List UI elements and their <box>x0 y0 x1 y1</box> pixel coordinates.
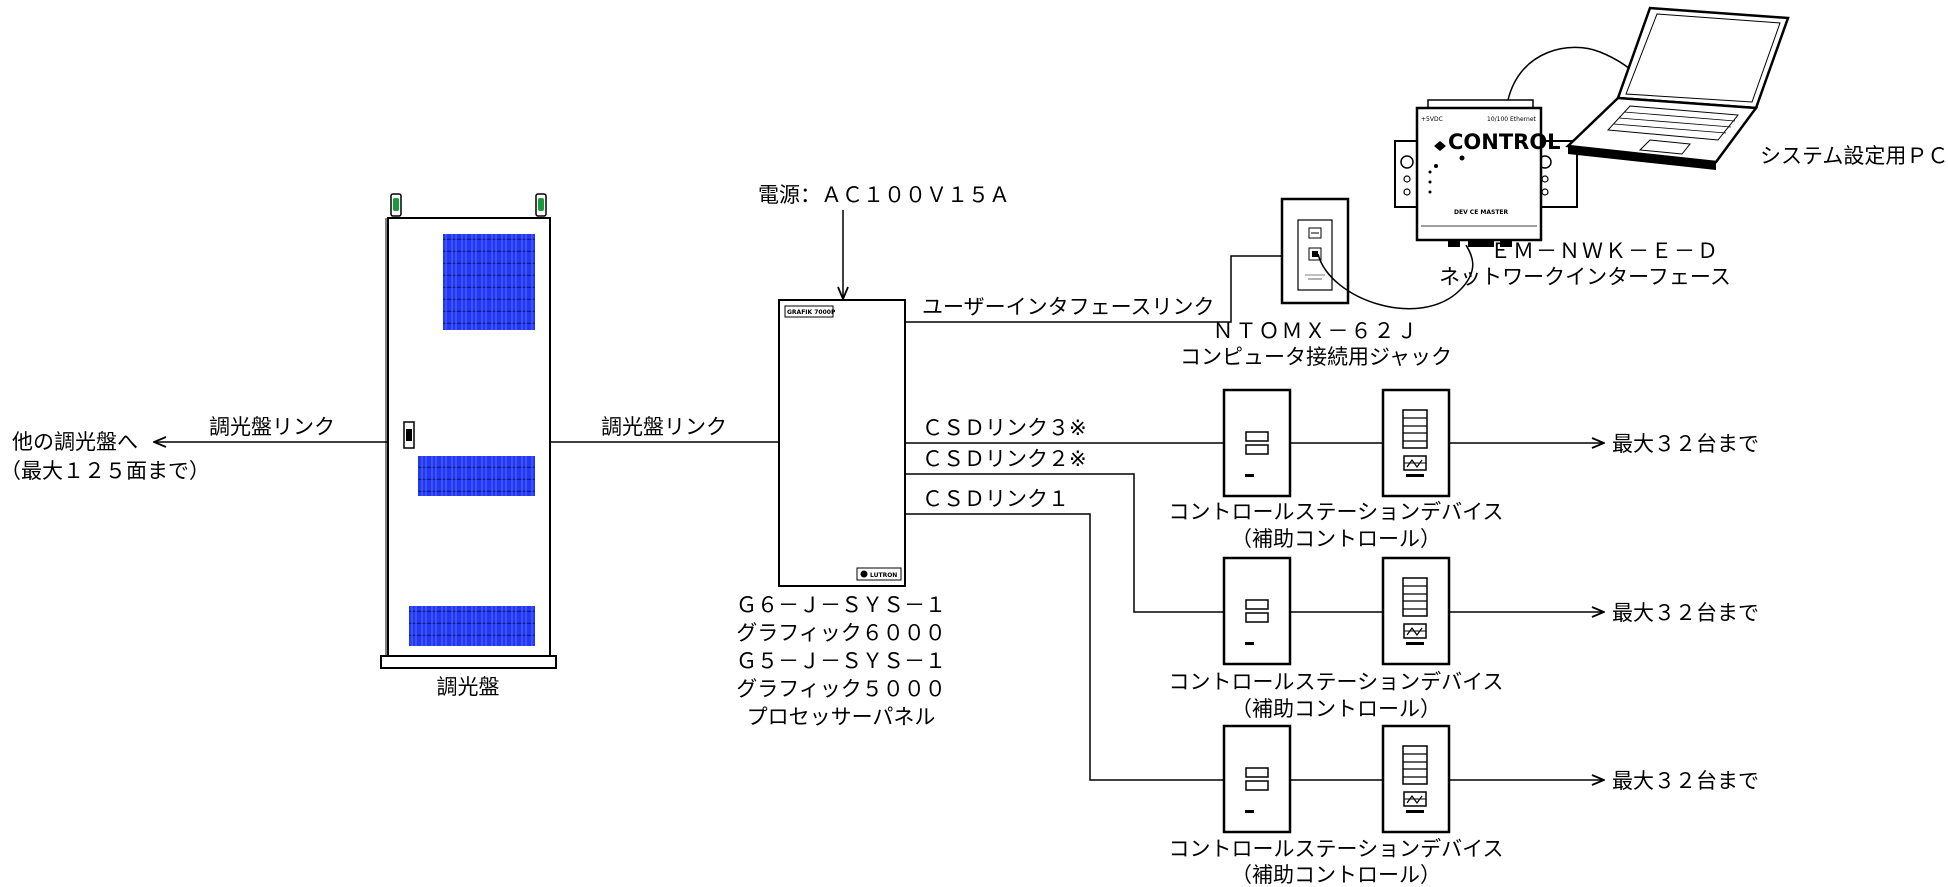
network-interface: +5VDC 10/100 Ethernet CONTROL DEV CE MAS… <box>1394 99 1578 247</box>
processor-name-1: グラフィック６０００ <box>736 621 946 645</box>
station-row-1-name: コントロールステーションデバイス <box>1169 500 1504 524</box>
csd-link-1: ＣＳＤリンク１ <box>905 487 1224 781</box>
power-label: 電源：ＡＣ１００Ｖ１５Ａ <box>758 183 1010 207</box>
max-other-cabinet-label: （最大１２５面まで） <box>0 459 210 483</box>
station-row-3-sub: （補助コントロール） <box>1231 863 1441 887</box>
station-row-2-max: 最大３２台まで <box>1612 601 1759 625</box>
station-row-1-sub: （補助コントロール） <box>1231 527 1441 551</box>
keypad-large-1 <box>1381 388 1451 498</box>
processor-model-2: Ｇ５－Ｊ－ＳＹＳ－１ <box>736 649 946 673</box>
dimmer-cabinet: 調光盤 <box>380 193 557 699</box>
to-other-cabinet-label: 他の調光盤へ <box>12 430 138 454</box>
keypad-large-3 <box>1381 724 1451 834</box>
network-brand: CONTROL <box>1448 130 1561 154</box>
station-row-1-max: 最大３２台まで <box>1612 432 1759 456</box>
processor-logo: LUTRON <box>870 572 897 579</box>
cabinet-label: 調光盤 <box>437 675 500 699</box>
ui-link-label: ユーザーインタフェースリンク <box>922 295 1215 319</box>
cabinet-vent-bottom <box>409 606 535 646</box>
pc-label: システム設定用ＰＣ <box>1760 144 1948 168</box>
csd-link-3-label: ＣＳＤリンク３※ <box>922 416 1087 440</box>
cabinet-vent-middle <box>418 456 535 496</box>
laptop-pc <box>1565 6 1790 170</box>
keypad-small-2 <box>1222 556 1292 666</box>
station-row-3: 最大３２台まで コントロールステーションデバイス （補助コントロール） <box>1169 724 1759 887</box>
csd-link-3: ＣＳＤリンク３※ <box>905 416 1224 444</box>
network-top-right-text: 10/100 Ethernet <box>1487 116 1537 123</box>
processor-name-2: グラフィック５０００ <box>736 677 946 701</box>
dimmer-link-right-label: 調光盤リンク <box>601 415 727 439</box>
csd-link-1-label: ＣＳＤリンク１ <box>922 487 1069 511</box>
cabinet-handle-right <box>535 193 547 217</box>
csd-link-2: ＣＳＤリンク２※ <box>905 447 1224 613</box>
network-model: ＥＭ－ＮＷＫ－Ｅ－Ｄ <box>1490 239 1720 263</box>
csd-link-2-label: ＣＳＤリンク２※ <box>922 447 1087 471</box>
dimmer-link-left-label: 調光盤リンク <box>209 415 335 439</box>
station-row-2: 最大３２台まで コントロールステーションデバイス （補助コントロール） <box>1169 556 1759 721</box>
keypad-small-3 <box>1222 724 1292 834</box>
processor-model-1: Ｇ６－Ｊ－ＳＹＳ－１ <box>736 593 946 617</box>
cabinet-door-latch <box>403 421 415 449</box>
computer-jack <box>1280 197 1350 305</box>
network-description: ネットワークインターフェース <box>1439 265 1731 289</box>
network-device-label: DEV CE MASTER <box>1454 209 1509 216</box>
jack-description: コンピュータ接続用ジャック <box>1180 345 1452 369</box>
station-row-1: 最大３２台まで コントロールステーションデバイス （補助コントロール） <box>1169 388 1759 551</box>
jack-cable <box>1317 244 1474 310</box>
cabinet-vent-top <box>443 234 535 330</box>
ui-link-line <box>905 255 1282 323</box>
keypad-large-2 <box>1381 556 1451 666</box>
network-top-left-text: +5VDC <box>1421 116 1443 123</box>
station-row-3-max: 最大３２台まで <box>1612 769 1759 793</box>
jack-model: ＮＴＯＭＸ－６２Ｊ <box>1213 319 1420 343</box>
cabinet-handle-left <box>390 193 402 217</box>
processor-badge: GRAFIK 7000P <box>787 309 836 316</box>
processor-panel: GRAFIK 7000P LUTRON <box>778 299 906 587</box>
station-row-3-name: コントロールステーションデバイス <box>1169 837 1504 861</box>
station-row-2-name: コントロールステーションデバイス <box>1169 670 1504 694</box>
processor-type: プロセッサーパネル <box>747 705 936 729</box>
keypad-small-1 <box>1222 388 1292 498</box>
station-row-2-sub: （補助コントロール） <box>1231 697 1441 721</box>
